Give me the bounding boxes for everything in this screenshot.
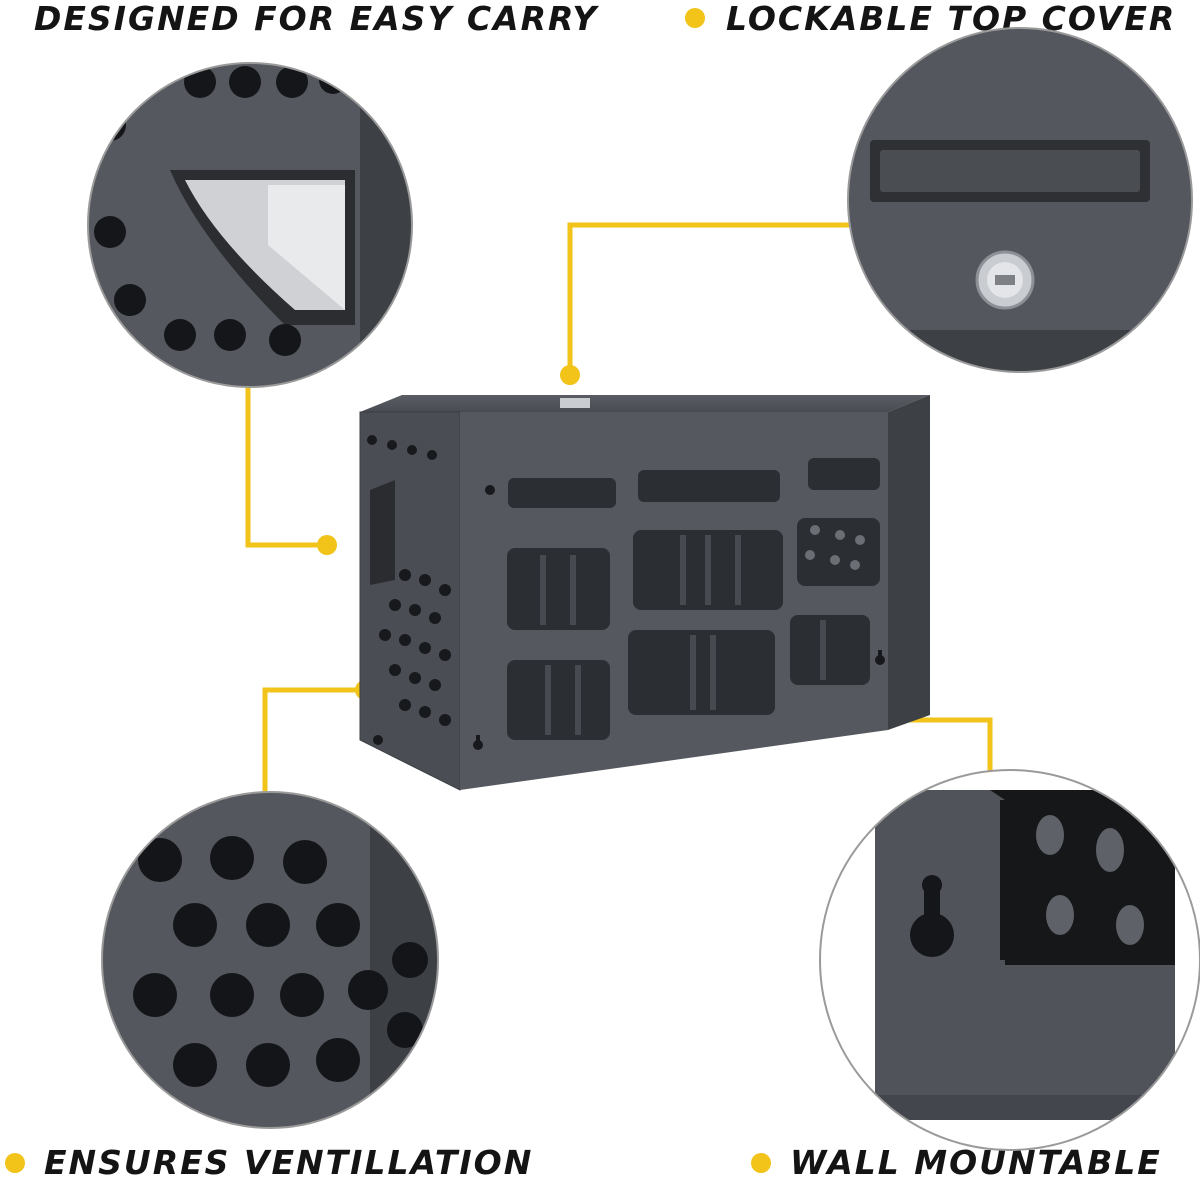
zoom-circle-handle [88,63,412,387]
bullet-dot-icon [685,8,705,28]
connector-ventilation [262,687,365,800]
zoom-circle-wall-mount [820,770,1200,1150]
feature-label-lockable-cover: LOCKABLE TOP COVER [726,0,1177,38]
feature-label-ventilation: ENSURES VENTILLATION [44,1143,534,1182]
bullet-dot-icon [751,1153,771,1173]
bullet-dot-icon [5,1153,25,1173]
connector-lockable-cover [567,222,850,372]
connector-easy-carry [245,385,325,548]
zoom-circle-ventilation [102,792,438,1128]
charging-cabinet [359,395,930,791]
callout-connectors [245,222,993,800]
feature-label-easy-carry: DESIGNED FOR EASY CARRY [34,0,599,38]
feature-label-wall-mountable: WALL MOUNTABLE [790,1143,1162,1182]
connector-wall-mountable [885,717,993,790]
zoom-circle-lock [848,28,1192,372]
